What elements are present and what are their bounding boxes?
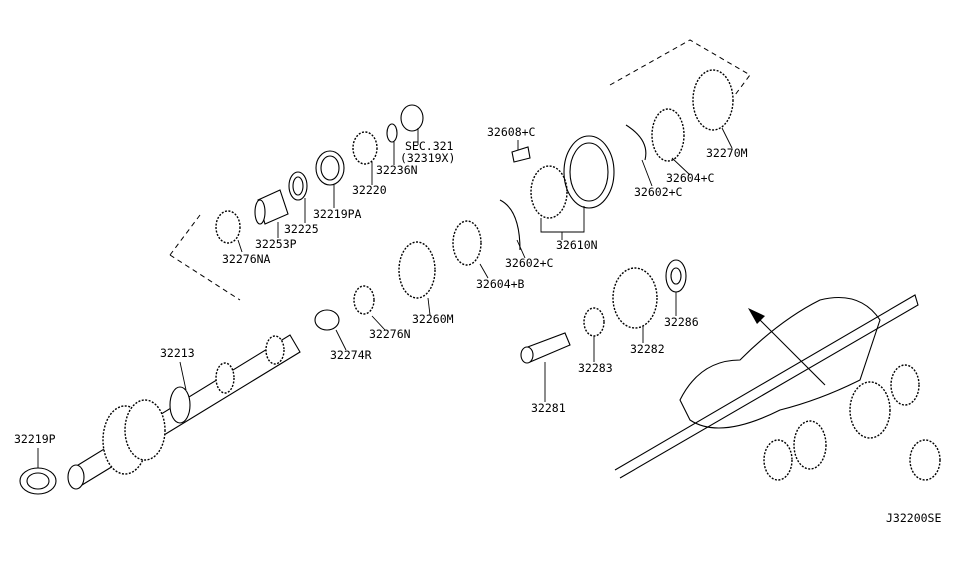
bearing-32219p xyxy=(19,467,57,495)
label-32220: 32220 xyxy=(352,183,387,197)
upper-components xyxy=(215,104,424,244)
label-32260m: 32260M xyxy=(412,312,454,326)
label-32253p: 32253P xyxy=(255,237,297,251)
label-32219pa: 32219PA xyxy=(313,207,362,221)
diagram-code: J32200SE xyxy=(886,511,941,525)
middle-components xyxy=(314,69,734,331)
reverse-idler-components xyxy=(520,259,687,364)
label-sec321: SEC.321 xyxy=(405,139,454,153)
label-32236n: 32236N xyxy=(376,163,418,177)
label-32225: 32225 xyxy=(284,222,319,236)
label-32610n: 32610N xyxy=(556,238,598,252)
label-32602c-lower: 32602+C xyxy=(505,256,554,270)
label-32213: 32213 xyxy=(160,346,195,360)
label-32219p: 32219P xyxy=(14,432,56,446)
label-32282: 32282 xyxy=(630,342,665,356)
label-32604b: 32604+B xyxy=(476,277,525,291)
label-32281: 32281 xyxy=(531,401,566,415)
label-32276na: 32276NA xyxy=(222,252,271,266)
label-32286: 32286 xyxy=(664,315,699,329)
leader-lines xyxy=(37,127,733,468)
label-32276n: 32276N xyxy=(369,327,411,341)
group-outline-left xyxy=(169,214,241,301)
label-sec321-ref: (32319X) xyxy=(400,151,455,165)
label-32604c: 32604+C xyxy=(666,171,715,185)
label-32270m: 32270M xyxy=(706,146,748,160)
label-32274r: 32274R xyxy=(330,348,372,362)
main-shaft xyxy=(67,334,301,490)
label-32602c-upper: 32602+C xyxy=(634,185,683,199)
assembly-inset xyxy=(614,294,941,481)
group-outline-right xyxy=(609,39,751,96)
label-32608c: 32608+C xyxy=(487,125,536,139)
label-32283: 32283 xyxy=(578,361,613,375)
